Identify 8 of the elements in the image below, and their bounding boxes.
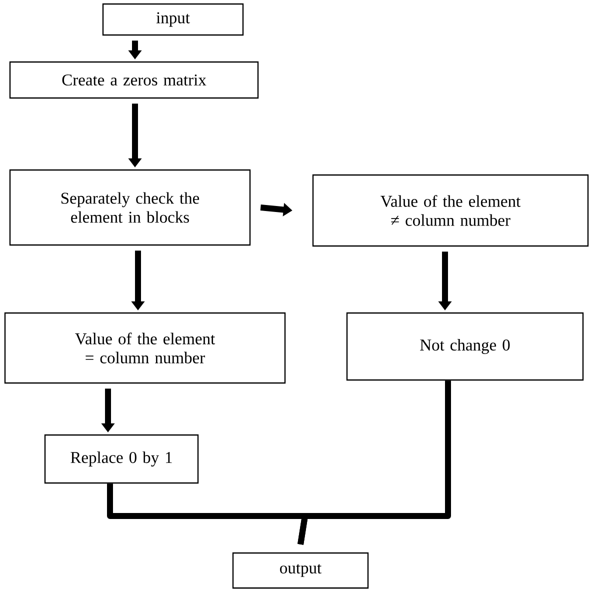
process-box: Replace 0 by 1: [44, 434, 199, 484]
process-box: input: [102, 3, 244, 36]
process-box: Value of the element = column number: [4, 312, 286, 384]
process-box: Separately check the element in blocks: [9, 169, 251, 246]
process-box: output: [232, 552, 369, 589]
process-box: Not change 0: [346, 312, 584, 381]
process-box: Create a zeros matrix: [9, 61, 259, 99]
process-box: Value of the element ≠ column number: [312, 174, 589, 247]
